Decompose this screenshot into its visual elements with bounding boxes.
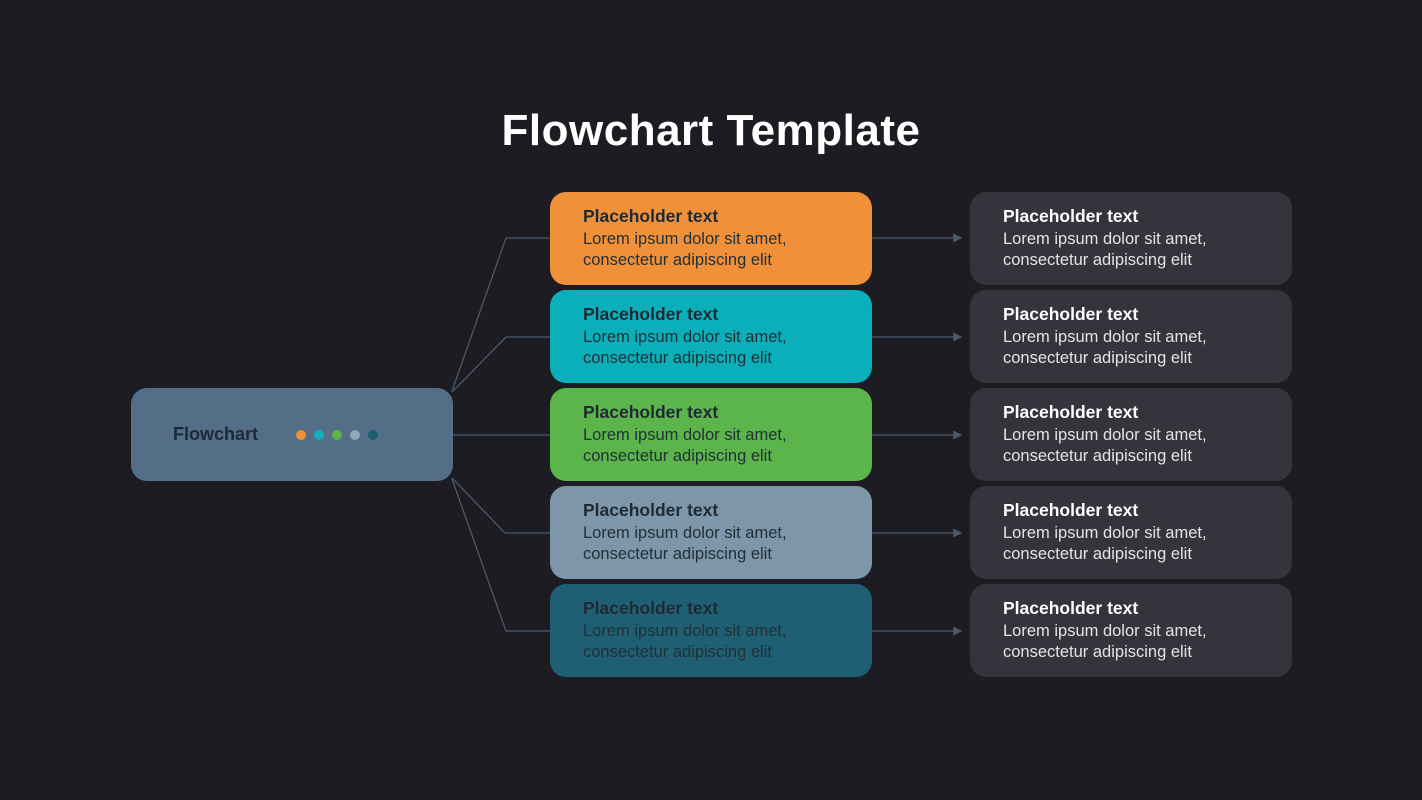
branch-node-2: Placeholder text Lorem ipsum dolor sit a… (550, 290, 872, 383)
branch-node-1: Placeholder text Lorem ipsum dolor sit a… (550, 192, 872, 285)
branch-node-3: Placeholder text Lorem ipsum dolor sit a… (550, 388, 872, 481)
branch-node-title: Placeholder text (583, 500, 719, 520)
dot-orange (296, 429, 307, 440)
branch-node-body: Lorem ipsum dolor sit amet, consectetur … (583, 524, 787, 563)
branch-node-title: Placeholder text (583, 598, 719, 618)
branch-node-body: Lorem ipsum dolor sit amet, consectetur … (583, 622, 787, 661)
flowchart-root-node: Flowchart (131, 388, 453, 481)
result-node-title: Placeholder text (1003, 304, 1139, 324)
branch-node-5: Placeholder text Lorem ipsum dolor sit a… (550, 584, 872, 677)
result-node-title: Placeholder text (1003, 598, 1139, 618)
result-node-2: Placeholder text Lorem ipsum dolor sit a… (970, 290, 1292, 383)
branch-node-4: Placeholder text Lorem ipsum dolor sit a… (550, 486, 872, 579)
result-node-body: Lorem ipsum dolor sit amet, consectetur … (1003, 230, 1207, 269)
result-node-body: Lorem ipsum dolor sit amet, consectetur … (1003, 328, 1207, 367)
dot-dark-teal (368, 429, 379, 440)
result-node-body: Lorem ipsum dolor sit amet, consectetur … (1003, 426, 1207, 465)
result-node-title: Placeholder text (1003, 402, 1139, 422)
result-node-5: Placeholder text Lorem ipsum dolor sit a… (970, 584, 1292, 677)
page-title: Flowchart Template (501, 106, 921, 155)
dot-teal (314, 429, 325, 440)
result-node-3: Placeholder text Lorem ipsum dolor sit a… (970, 388, 1292, 481)
branch-node-title: Placeholder text (583, 206, 719, 226)
result-node-body: Lorem ipsum dolor sit amet, consectetur … (1003, 524, 1207, 563)
connector-root-branch-5 (451, 478, 550, 632)
branch-node-body: Lorem ipsum dolor sit amet, consectetur … (583, 426, 787, 465)
root-node-label: Flowchart (173, 424, 259, 444)
result-node-title: Placeholder text (1003, 206, 1139, 226)
branch-node-title: Placeholder text (583, 402, 719, 422)
connector-root-branch-1 (451, 237, 550, 392)
result-node-1: Placeholder text Lorem ipsum dolor sit a… (970, 192, 1292, 285)
branch-node-body: Lorem ipsum dolor sit amet, consectetur … (583, 328, 787, 367)
result-node-body: Lorem ipsum dolor sit amet, consectetur … (1003, 622, 1207, 661)
dot-green (332, 429, 343, 440)
branch-node-body: Lorem ipsum dolor sit amet, consectetur … (583, 230, 787, 269)
connector-root-branch-2 (451, 336, 550, 393)
root-node-dots (296, 429, 379, 440)
result-node-title: Placeholder text (1003, 500, 1139, 520)
branch-node-title: Placeholder text (583, 304, 719, 324)
result-node-4: Placeholder text Lorem ipsum dolor sit a… (970, 486, 1292, 579)
connector-root-branch-4 (451, 477, 550, 534)
dot-slate (350, 429, 361, 440)
